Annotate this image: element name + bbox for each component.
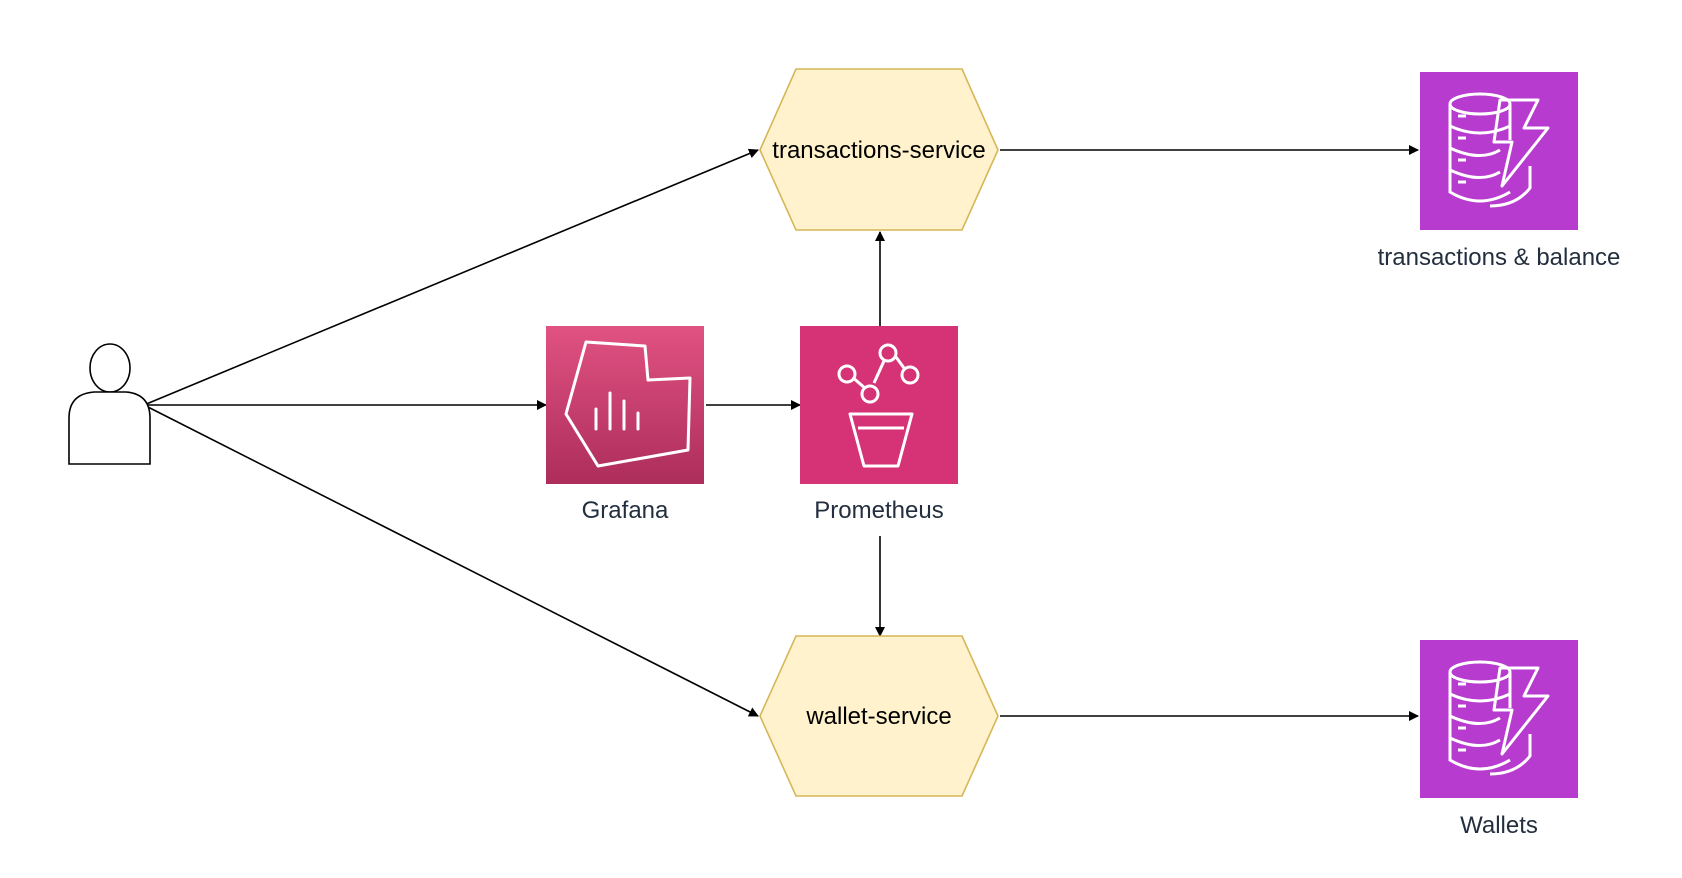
wallets-db-node[interactable]: Wallets [1420,640,1578,839]
transactions-service-label: transactions-service [772,137,985,164]
wallet-service-shape [759,635,999,797]
transactions-service-node[interactable]: transactions-service [759,68,999,231]
dynamodb-icon [1420,640,1578,798]
prometheus-node[interactable]: Prometheus [800,326,958,524]
dynamodb-icon [1420,72,1578,230]
prometheus-label: Prometheus [814,497,943,524]
transactions-db-label: transactions & balance [1378,244,1621,271]
prometheus-icon [800,326,958,484]
wallets-db-label: Wallets [1460,812,1538,839]
grafana-label: Grafana [582,497,669,524]
grafana-icon [546,326,704,484]
wallet-service-label: wallet-service [805,703,951,730]
grafana-node[interactable]: Grafana [546,326,704,524]
transactions-db-node[interactable]: transactions & balance [1378,72,1621,271]
edge-user-to-wallet-service [143,404,759,717]
user-icon [68,343,151,465]
edge-user-to-transactions-service [143,148,759,406]
transactions-service-shape [759,68,999,231]
wallet-service-node[interactable]: wallet-service [759,635,999,797]
edges [143,145,1419,721]
